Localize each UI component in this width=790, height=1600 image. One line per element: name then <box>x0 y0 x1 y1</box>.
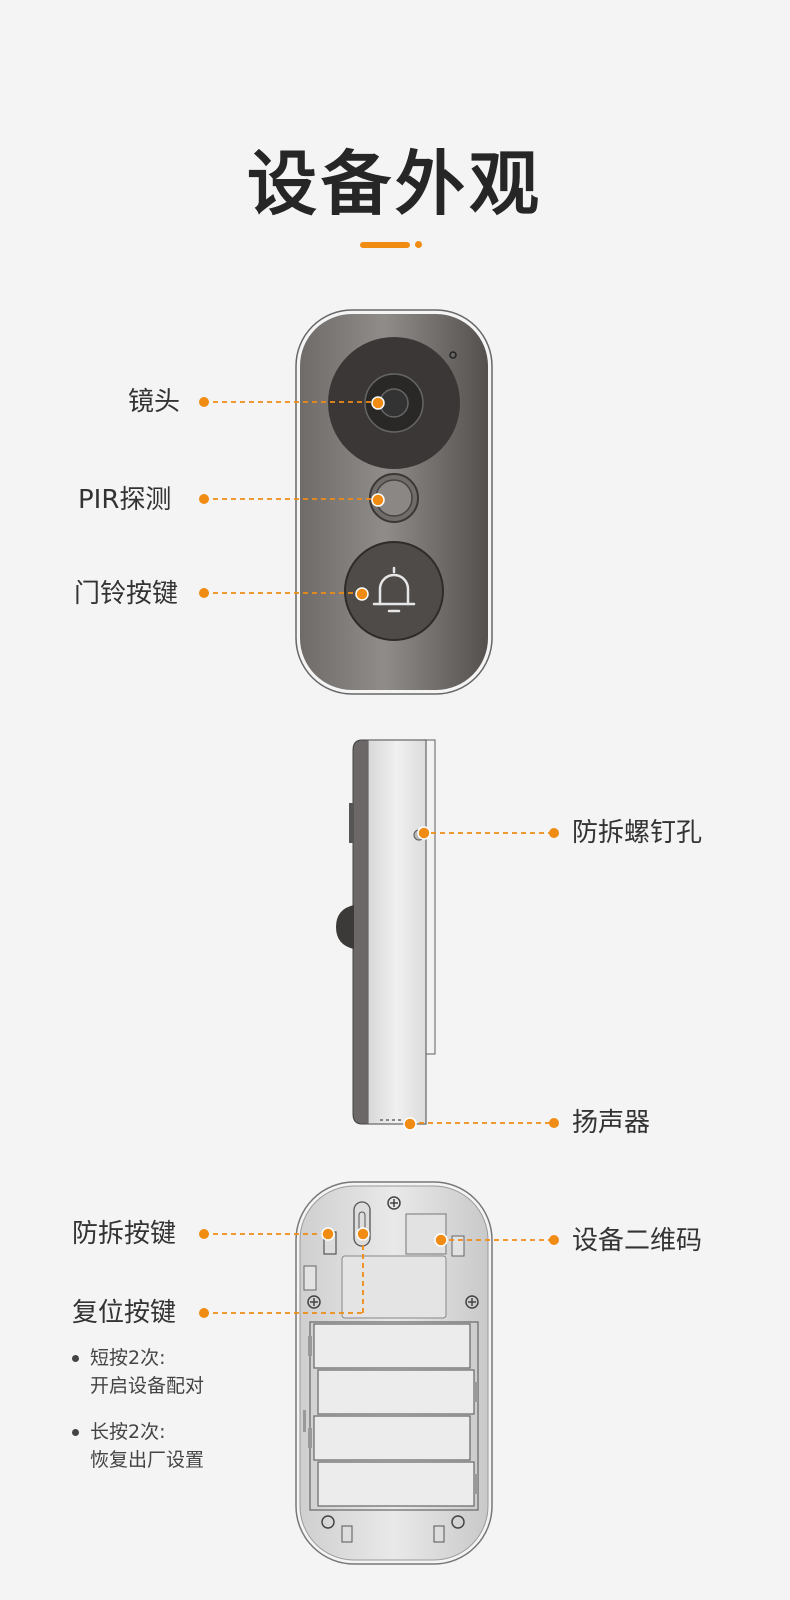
screw <box>307 1196 479 1529</box>
reset-note-long-press: 长按2次: 恢复出厂设置 <box>72 1418 205 1474</box>
side-callouts <box>403 826 559 1131</box>
bullet <box>72 1355 79 1362</box>
page-title: 设备外观 <box>247 143 543 225</box>
bullet <box>72 1429 79 1436</box>
title-underline <box>360 242 410 248</box>
note-line: 恢复出厂设置 <box>90 1449 205 1471</box>
side-view-device <box>336 739 436 1125</box>
label-pir: PIR探测 <box>78 485 172 515</box>
label-reset-button: 复位按键 <box>72 1298 177 1328</box>
label-tamper-button: 防拆按键 <box>72 1219 177 1249</box>
front-callouts <box>199 396 385 601</box>
front-view-device <box>295 309 493 695</box>
note-line: 短按2次: <box>90 1347 166 1369</box>
doorbell-button <box>344 541 444 641</box>
back-callouts <box>199 1227 559 1318</box>
label-tamper-screw-hole: 防拆螺钉孔 <box>572 818 703 848</box>
label-device-qr-code: 设备二维码 <box>572 1226 703 1256</box>
label-lens: 镜头 <box>128 387 181 417</box>
note-line: 开启设备配对 <box>90 1375 205 1397</box>
reset-note-short-press: 短按2次: 开启设备配对 <box>72 1344 205 1400</box>
bell-icon <box>372 566 416 613</box>
label-speaker: 扬声器 <box>572 1108 651 1138</box>
title-underline-dot <box>415 241 422 248</box>
back-view-device <box>295 1181 493 1565</box>
label-doorbell-button: 门铃按键 <box>74 579 179 609</box>
note-line: 长按2次: <box>90 1421 166 1443</box>
